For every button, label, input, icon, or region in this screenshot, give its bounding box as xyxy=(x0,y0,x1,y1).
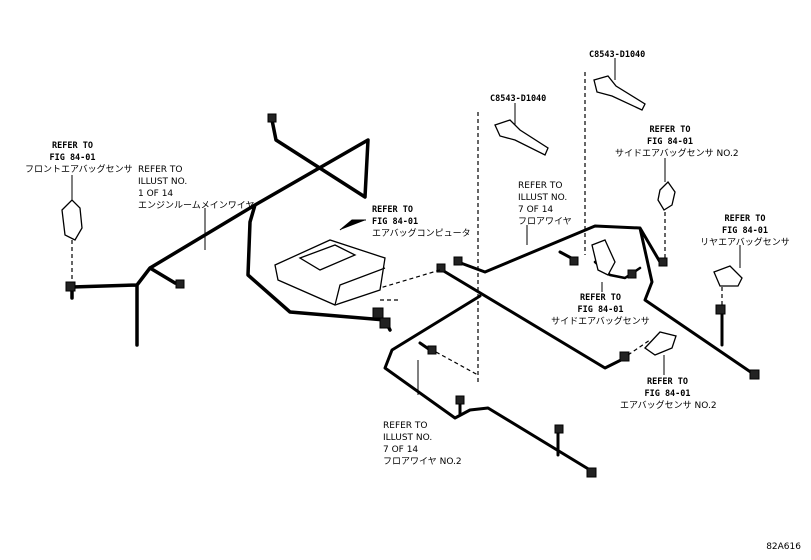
callout-line: FIG 84-01 xyxy=(721,226,769,236)
callout-line: REFER TO xyxy=(383,421,428,431)
callout-line: フロアワイヤ xyxy=(518,217,572,227)
clamp-b xyxy=(593,75,646,111)
callout-front-sensor: REFER TO FIG 84-01 フロントエアバッグセンサ xyxy=(25,140,133,176)
floor-wire-no2 xyxy=(383,294,592,472)
callout-line: ILLUST NO. xyxy=(383,433,433,443)
callout-line: REFER TO xyxy=(518,181,563,191)
part-code-clamp-a: C8543-D1040 xyxy=(490,94,547,104)
callout-floor-wire: REFER TO ILLUST NO. 7 OF 14 フロアワイヤ xyxy=(518,180,572,228)
clamp-a xyxy=(494,119,549,156)
callout-line: ILLUST NO. xyxy=(138,177,188,187)
side-sensor xyxy=(591,239,616,276)
callout-computer: REFER TO FIG 84-01 エアバッグコンピュータ xyxy=(372,204,471,240)
callout-line: REFER TO xyxy=(649,125,691,135)
floor-wire xyxy=(456,224,757,377)
callout-line: FIG 84-01 xyxy=(372,217,419,227)
callout-line: FIG 84-01 xyxy=(49,153,96,163)
callout-line: リヤエアバッグセンサ xyxy=(700,238,790,248)
callout-line: フロントエアバッグセンサ xyxy=(25,165,133,175)
callout-line: REFER TO xyxy=(372,205,413,215)
callout-floor-wire-no2: REFER TO ILLUST NO. 7 OF 14 フロアワイヤ NO.2 xyxy=(383,420,462,468)
callout-line: FIG 84-01 xyxy=(577,305,624,315)
callout-line: REFER TO xyxy=(647,377,688,387)
figure-id: 82A616 xyxy=(766,542,801,552)
callout-engine-wire: REFER TO ILLUST NO. 1 OF 14 エンジンルームメインワイ… xyxy=(138,164,254,212)
airbag-computer xyxy=(274,239,386,306)
callout-line: ILLUST NO. xyxy=(518,193,568,203)
callout-line: エアバッグセンサ NO.2 xyxy=(620,401,717,411)
side-sensor-no2 xyxy=(657,180,676,211)
sensor-no2 xyxy=(644,331,677,356)
callout-line: エンジンルームメインワイヤ xyxy=(138,201,255,211)
callout-rear-sensor: REFER TO FIG 84-01 リヤエアバッグセンサ xyxy=(690,213,800,249)
callout-line: 7 OF 14 xyxy=(518,205,554,215)
callout-line: REFER TO xyxy=(138,165,183,175)
callout-line: FIG 84-01 xyxy=(646,137,694,147)
callout-sensor-no2: REFER TO FIG 84-01 エアバッグセンサ NO.2 xyxy=(620,376,717,412)
callout-line: REFER TO xyxy=(724,214,766,224)
callout-line: 7 OF 14 xyxy=(383,445,419,455)
callout-line: エアバッグコンピュータ xyxy=(372,229,471,239)
engine-room-wire xyxy=(70,118,392,347)
callout-line: REFER TO xyxy=(52,141,93,151)
callout-line: サイドエアバッグセンサ NO.2 xyxy=(615,149,739,159)
front-sensor xyxy=(61,199,83,241)
callout-line: REFER TO xyxy=(580,293,621,303)
callout-line: サイドエアバッグセンサ xyxy=(551,317,650,327)
callout-line: フロアワイヤ NO.2 xyxy=(383,457,462,467)
part-code-clamp-b: C8543-D1040 xyxy=(589,50,646,60)
callout-line: FIG 84-01 xyxy=(644,389,691,399)
floor-wire-branch xyxy=(440,268,627,370)
callout-line: 1 OF 14 xyxy=(138,189,174,199)
callout-side-sensor: REFER TO FIG 84-01 サイドエアバッグセンサ xyxy=(548,292,653,328)
rear-sensor xyxy=(713,265,743,287)
callout-side-sensor-no2: REFER TO FIG 84-01 サイドエアバッグセンサ NO.2 xyxy=(615,124,739,160)
connectors xyxy=(65,113,760,478)
